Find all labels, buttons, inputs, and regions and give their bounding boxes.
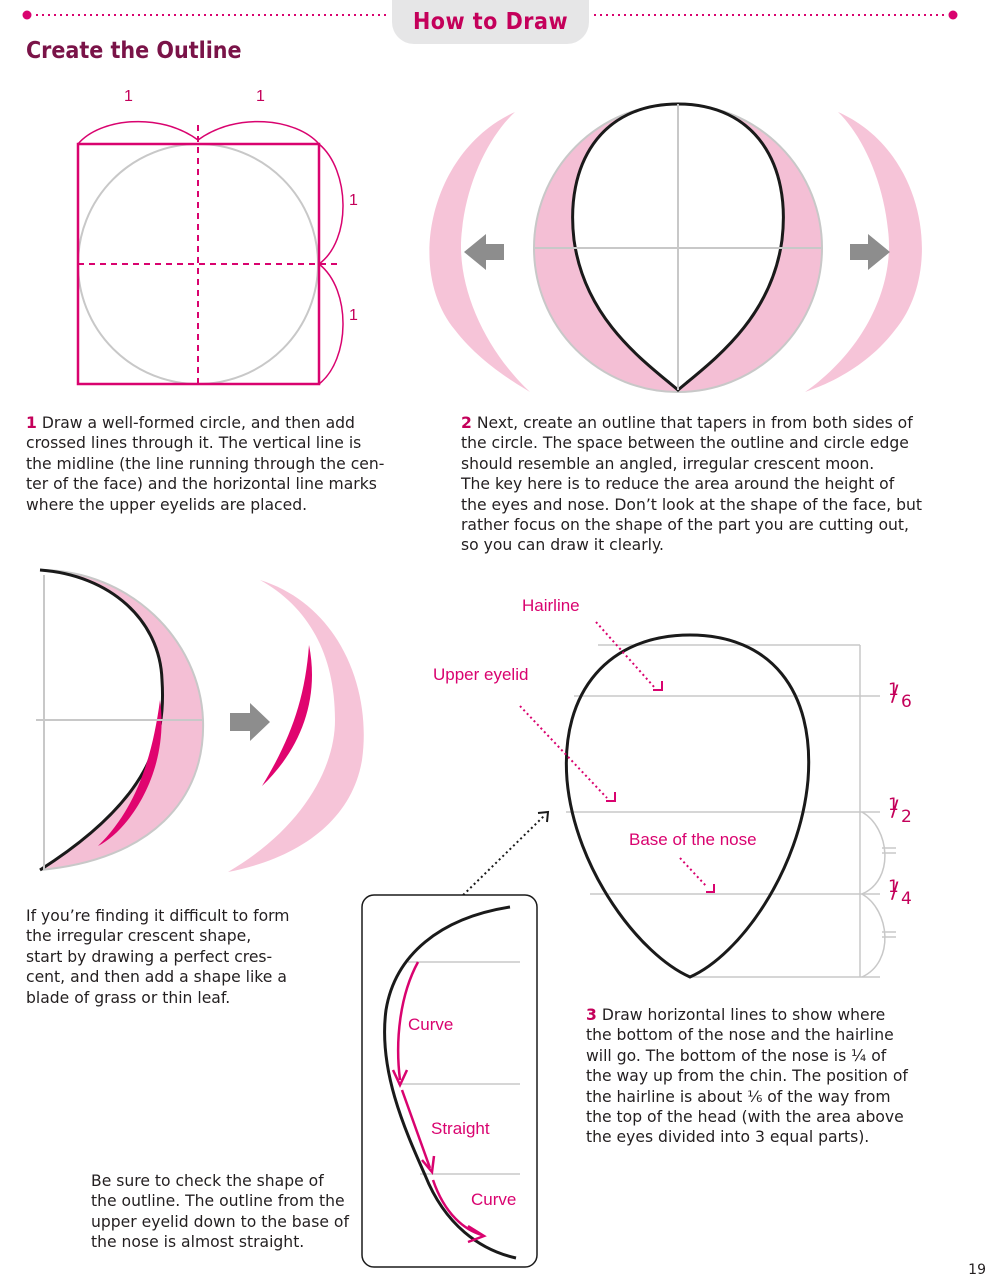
- outline-tip-text: Be sure to check the shape of the outlin…: [91, 1172, 349, 1252]
- section-title: Create the Outline: [26, 38, 242, 64]
- ratio-label-top-left: 1: [124, 88, 133, 105]
- page-number: 19: [968, 1262, 986, 1278]
- label-upper-eyelid: Upper eyelid: [433, 665, 529, 684]
- label-curve-top: Curve: [408, 1015, 454, 1034]
- step3-number: 3: [586, 1006, 597, 1024]
- ratio-label-side-bottom: 1: [349, 307, 358, 324]
- header-title: How to Draw: [412, 9, 569, 35]
- step1-number: 1: [26, 414, 37, 432]
- label-base-of-nose: Base of the nose: [629, 830, 757, 849]
- ratio-label-top-right: 1: [256, 88, 265, 105]
- fraction-one-sixth: 1 / 6: [888, 680, 912, 712]
- crescent-tip-text: If you’re finding it difficult to form t…: [26, 907, 290, 1007]
- step3-text: 3 Draw horizontal lines to show where th…: [586, 1006, 908, 1147]
- figure-face-crescents: [429, 102, 922, 393]
- header-dotted-rule: [22, 10, 958, 20]
- header-pill: How to Draw: [392, 0, 589, 44]
- step1-text: 1 Draw a well-formed circle, and then ad…: [26, 414, 385, 514]
- figure-circle-in-square: [76, 120, 344, 386]
- figure-crescent-tip: [36, 568, 364, 872]
- label-hairline: Hairline: [522, 596, 580, 615]
- fraction-one-quarter: 1 / 4: [888, 877, 912, 909]
- fraction-one-half: 1 / 2: [888, 795, 912, 827]
- figure-outline-detail: [361, 894, 538, 1268]
- figure-face-proportions: [455, 621, 896, 979]
- step2-text: 2 Next, create an outline that tapers in…: [461, 414, 922, 555]
- label-curve-bottom: Curve: [471, 1190, 517, 1209]
- step2-number: 2: [461, 414, 472, 432]
- label-straight: Straight: [431, 1119, 490, 1138]
- ratio-label-side-top: 1: [349, 192, 358, 209]
